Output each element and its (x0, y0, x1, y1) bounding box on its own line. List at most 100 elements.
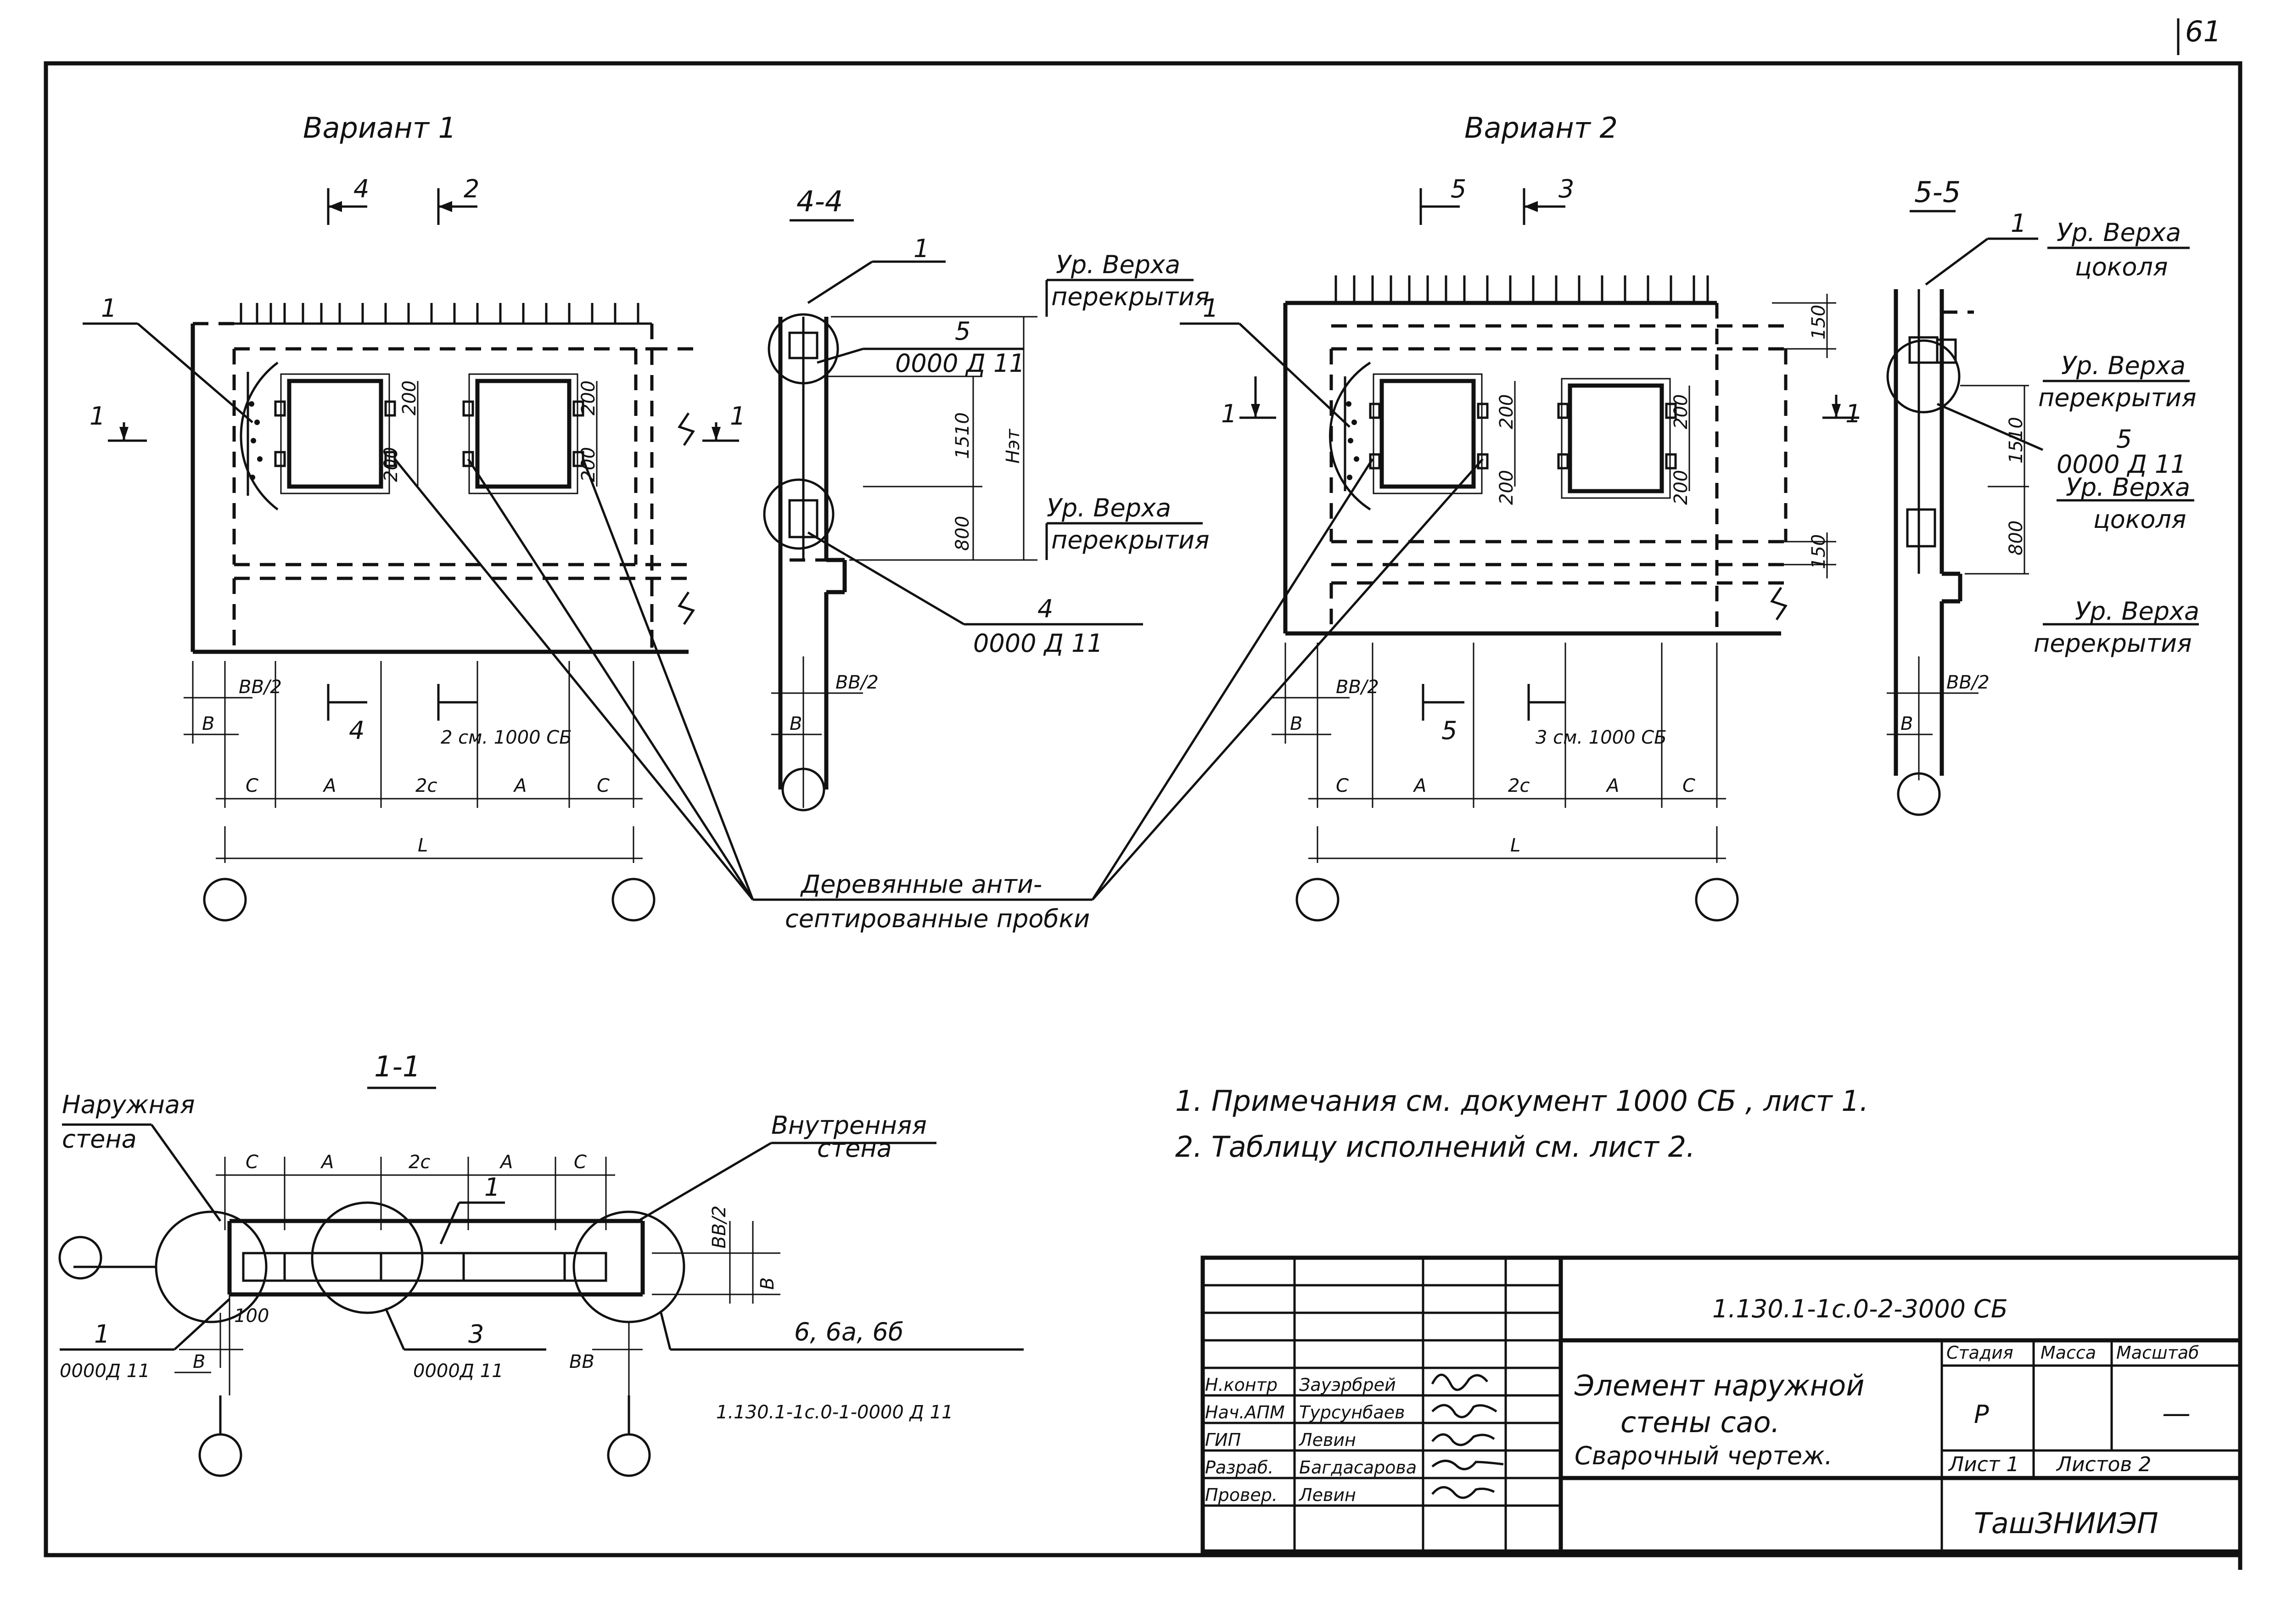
s44-level-bottom-2: перекрытия (1051, 526, 1210, 554)
title-block: 1.130.1-1с.0-2-3000 СБ Элемент наружной … (1200, 1255, 2242, 1554)
s11-dim-c2: С (574, 1152, 587, 1173)
axis-bubble (1897, 772, 1941, 816)
s44-dim-b: В (790, 713, 802, 734)
v2-dim-150-bot: 150 (1808, 534, 1829, 569)
inner-wall-label-2: стена (817, 1134, 892, 1163)
s55-dim-800: 800 (2006, 521, 2027, 555)
v1-dim-c1: С (246, 775, 258, 796)
v1-dim-a1: А (322, 775, 336, 796)
s11-dim-100: 100 (234, 1305, 269, 1327)
v2-cut-bottom-3: 3 см. 1000 СБ (1536, 727, 1667, 748)
s55-callout-1: 1 (2011, 209, 2026, 238)
outer-wall-label-1: Наружная (62, 1090, 195, 1119)
v2-dim-200-d: 200 (1670, 470, 1692, 505)
variant-2-elevation: Вариант 2 5 3 (1180, 111, 1861, 922)
axis-bubble (781, 767, 825, 812)
cut-mark-4: 4 (353, 174, 369, 203)
s11-dim-b2: В (193, 1351, 205, 1372)
axis-bubble (1695, 878, 1739, 922)
s55-dim-1510: 1510 (2006, 417, 2027, 464)
org-name: ТашЗНИИЭП (1974, 1506, 2158, 1540)
doc-code: 1.130.1-1с.0-2-3000 СБ (1712, 1294, 2008, 1323)
v1-sec-1-right: 1 (730, 402, 746, 431)
v2-dim-L: L (1510, 835, 1520, 856)
wood-plugs-note-2: септированные пробки (785, 904, 1090, 933)
s55-callout-5: 5 (2116, 425, 2132, 454)
v2-dim-150-top: 150 (1808, 305, 1829, 340)
s55-dim-bb2: ВВ/2 (1946, 672, 1990, 693)
s44-dim-bb2: ВВ/2 (835, 672, 879, 693)
title-line-1: Элемент наружной (1574, 1369, 1865, 1402)
variant-2-title: Вариант 2 (1464, 111, 1618, 145)
s11-callout-3: 3 (468, 1320, 484, 1349)
v2-dim-200-b: 200 (1496, 470, 1517, 505)
inner-wall-label-1: Внутренняя (771, 1111, 927, 1140)
wood-plugs-note-1: Деревянные анти- (800, 870, 1042, 899)
sig-role-4: Разраб. (1205, 1457, 1273, 1478)
axis-bubble (607, 1433, 651, 1477)
s44-dim-1510: 1510 (952, 412, 973, 459)
section-5-5: 5-5 1 5 0000 Д 11 1510 800 Ур. Верха цок… (1886, 175, 2199, 816)
s55-level-2b: перекрытия (2038, 383, 2197, 412)
s11-dim-2c: 2с (409, 1152, 430, 1173)
v1-dim-L: L (418, 835, 428, 856)
section-4-4-title: 4-4 (796, 185, 843, 218)
v1-dim-b: В (202, 713, 214, 734)
v2-dim-c2: С (1682, 775, 1695, 796)
outer-wall-label-2: стена (62, 1125, 137, 1154)
v1-dim-c2: С (597, 775, 610, 796)
s44-callout-4: 4 (1037, 594, 1053, 623)
v1-dim-bb2: ВВ/2 (239, 677, 282, 698)
s44-callout-5: 5 (955, 317, 970, 346)
v1-sec-1-left: 1 (90, 402, 105, 431)
sheet-value: Лист 1 (1948, 1453, 2019, 1476)
sig-name-1: Зауэрбрей (1299, 1375, 1396, 1395)
dim-200-d: 200 (578, 447, 599, 482)
v2-dim-bb2: ВВ/2 (1336, 677, 1379, 698)
sig-name-3: Левин (1298, 1430, 1356, 1450)
s44-level-top-1: Ур. Верха (1056, 250, 1180, 279)
s55-level-4a: Ур. Верха (2075, 597, 2199, 626)
v2-cut-bottom-5: 5 (1441, 716, 1457, 745)
v1-dim-2c: 2с (415, 775, 437, 796)
sig-name-4: Багдасарова (1299, 1457, 1417, 1478)
s55-dim-b: В (1900, 713, 1913, 734)
v2-dim-200-c: 200 (1670, 394, 1692, 429)
s11-callout-1-code: 0000Д 11 (60, 1361, 150, 1382)
v2-cut-mark-3: 3 (1558, 174, 1574, 203)
v1-cut-bottom-2: 2 см. 1000 СБ (441, 727, 572, 748)
sig-role-1: Н.контр (1205, 1375, 1278, 1395)
axis-bubble (611, 878, 656, 922)
scale-value: — (2162, 1396, 2191, 1430)
section-5-5-title: 5-5 (1914, 175, 1961, 209)
s11-dim-c1: С (246, 1152, 258, 1173)
title-line-3: Сварочный чертеж. (1575, 1441, 1833, 1470)
header-mass: Масса (2040, 1343, 2096, 1363)
variant-1-elevation: Вариант 1 4 2 (83, 111, 746, 922)
v2-dim-2c: 2с (1508, 775, 1530, 796)
wood-plug-leaders (394, 458, 1484, 901)
v2-dim-200-a: 200 (1496, 394, 1517, 429)
v1-dim-a2: А (513, 775, 527, 796)
sheets-value: Листов 2 (2056, 1453, 2151, 1476)
v1-callout-1: 1 (101, 294, 117, 323)
s11-dim-bb2: ВВ/2 (709, 1205, 730, 1249)
s55-level-2a: Ур. Верха (2061, 351, 2186, 380)
v2-callout-1: 1 (1203, 294, 1218, 323)
s55-callout-5-code: 0000 Д 11 (2057, 450, 2186, 479)
s55-level-4b: перекрытия (2034, 629, 2192, 658)
section-4-4: 4-4 1 5 0000 Д 11 4 0000 Д 11 (763, 185, 1210, 812)
s55-level-1a: Ур. Верха (2057, 218, 2181, 247)
handwritten-signatures (1431, 1373, 1504, 1499)
cut-mark-2: 2 (464, 174, 479, 203)
s44-level-top-2: перекрытия (1051, 282, 1210, 311)
s55-level-1b: цоколя (2075, 252, 2168, 281)
axis-bubble (58, 1236, 102, 1280)
sig-name-5: Левин (1298, 1485, 1356, 1505)
v2-cut-mark-5: 5 (1451, 174, 1466, 203)
v2-sec-1-left: 1 (1221, 399, 1237, 428)
s11-callout-3-code: 0000Д 11 (413, 1361, 504, 1382)
v2-dim-c1: С (1336, 775, 1349, 796)
s55-level-3b: цоколя (2093, 505, 2186, 534)
